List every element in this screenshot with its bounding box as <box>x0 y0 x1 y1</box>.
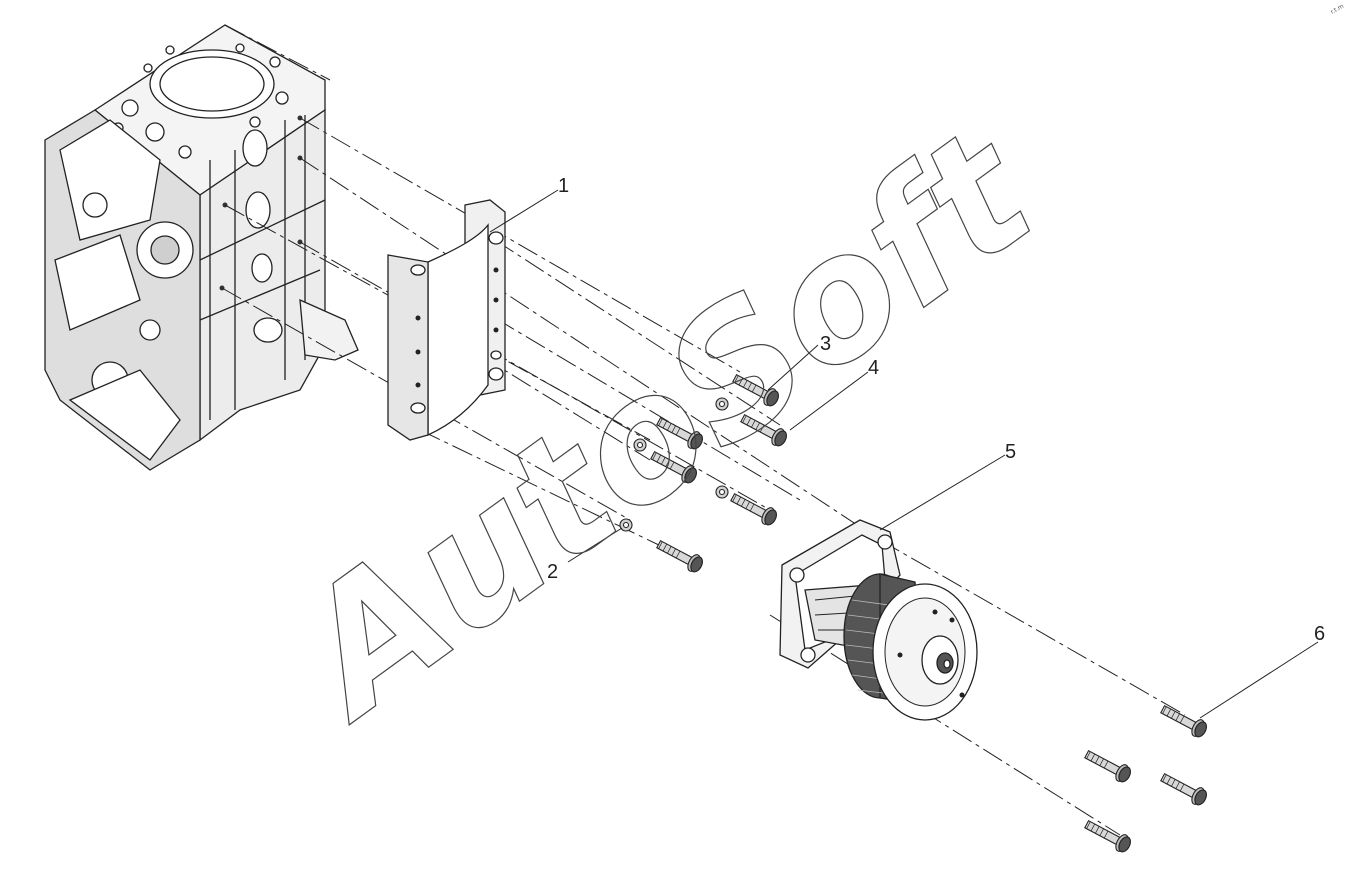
callout-4: 4 <box>868 357 879 379</box>
callout-6: 6 <box>1314 623 1325 645</box>
callout-3: 3 <box>820 333 831 355</box>
leader-lines <box>489 189 1319 719</box>
water-pump <box>779 519 978 721</box>
bolt-pump-2 <box>1157 768 1210 809</box>
callout-2: 2 <box>547 561 558 583</box>
engine-block <box>44 24 359 471</box>
bolt-middle-right <box>727 488 780 529</box>
corner-mark: r.t.m <box>1330 3 1346 16</box>
bolt-pump-3 <box>1081 815 1134 856</box>
callout-5: 5 <box>1005 441 1016 463</box>
callout-1: 1 <box>558 175 569 197</box>
mounting-bracket <box>387 199 506 441</box>
bolt-pump-1 <box>1081 745 1134 786</box>
bolt-part-6 <box>1157 700 1210 741</box>
